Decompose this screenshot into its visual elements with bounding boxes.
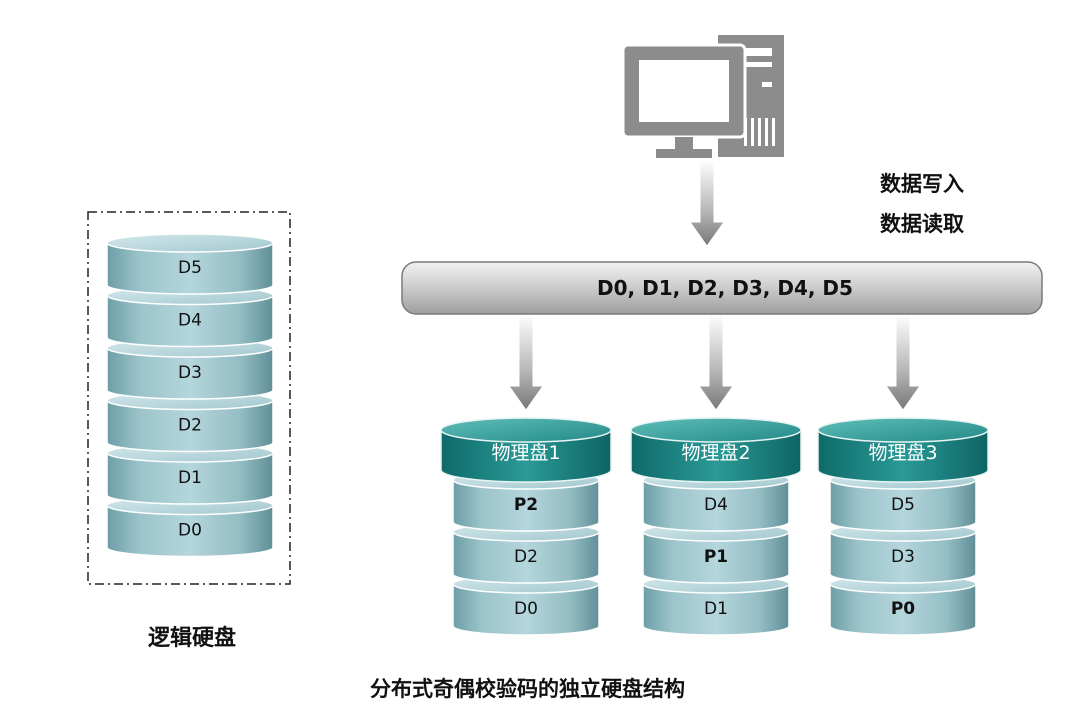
physical-disk-2: D1 P1 D4 物理盘2 <box>630 417 802 636</box>
disk-3-block-d3-label: D3 <box>891 547 915 567</box>
logical-block-d2-label: D2 <box>178 416 202 436</box>
logical-block-d2: D2 <box>106 390 274 453</box>
write-arrow <box>689 159 725 247</box>
logical-block-d5-label: D5 <box>178 258 202 278</box>
logical-disk-label: 逻辑硬盘 <box>148 626 237 651</box>
disk-1-block-d2-label: D2 <box>514 547 538 567</box>
logical-block-d3: D3 <box>106 338 274 400</box>
logical-disk-boundary <box>87 211 291 585</box>
monitor-neck <box>675 137 693 149</box>
data-write-label: 数据写入 <box>880 172 964 196</box>
disk-1-block-p2-label: P2 <box>514 495 538 515</box>
disk-2-block-d4-label: D4 <box>704 495 728 515</box>
monitor-screen <box>639 60 729 122</box>
disk-3-block-d5-label: D5 <box>891 495 915 515</box>
bus-to-disk-2-arrow <box>698 313 734 411</box>
disk-3-header: 物理盘3 <box>817 417 989 483</box>
disk-1-block-d0-label: D0 <box>514 599 538 619</box>
bus-label: D0, D1, D2, D3, D4, D5 <box>597 276 853 300</box>
disk-3-block-p0: P0 <box>829 574 977 636</box>
logical-block-d5: D5 <box>106 233 274 295</box>
logical-block-d3-label: D3 <box>178 363 202 383</box>
bus-to-disk-3-arrow <box>885 313 921 411</box>
disk-2-block-d1: D1 <box>642 574 790 636</box>
disk-3-header-label: 物理盘3 <box>868 442 937 464</box>
disk-2-block-d1-label: D1 <box>704 599 728 619</box>
disk-2-header-label: 物理盘2 <box>681 442 750 464</box>
data-bus-bar <box>401 261 1043 315</box>
data-bus <box>401 261 1043 315</box>
logical-block-d4-label: D4 <box>178 311 202 331</box>
disk-3-block-p0-label: P0 <box>891 599 915 619</box>
data-read-label: 数据读取 <box>880 212 964 236</box>
disk-1-header: 物理盘1 <box>440 417 612 483</box>
bus-to-disk-1-arrow <box>508 313 544 411</box>
disk-2-header: 物理盘2 <box>630 417 802 483</box>
disk-1-block-d0: D0 <box>452 574 600 636</box>
disk-3-block-d3: D3 <box>829 522 977 584</box>
tower-button <box>762 82 772 87</box>
tower-drive-bay-2 <box>730 62 772 67</box>
arrows <box>508 159 921 411</box>
computer-icon <box>621 35 784 158</box>
monitor-base <box>656 149 712 158</box>
disk-1-block-d2: D2 <box>452 522 600 584</box>
physical-disk-3: P0 D3 D5 物理盘3 <box>817 417 989 636</box>
tower-drive-bay <box>730 48 772 56</box>
disk-1-header-label: 物理盘1 <box>491 442 560 464</box>
logical-block-d1-label: D1 <box>178 468 202 488</box>
disk-2-block-p1: P1 <box>642 522 790 584</box>
logical-block-d0: D0 <box>106 495 274 558</box>
logical-disk-stack: D0 D1 D2 D3 D4 D5 <box>106 233 274 558</box>
logical-block-d1: D1 <box>106 443 274 505</box>
logical-block-d4: D4 <box>106 285 274 348</box>
logical-block-d0-label: D0 <box>178 521 202 541</box>
caption: 分布式奇偶校验码的独立硬盘结构 <box>370 677 685 701</box>
disk-2-block-p1-label: P1 <box>704 547 728 567</box>
physical-disk-1: D0 D2 P2 物理盘1 <box>440 417 612 636</box>
